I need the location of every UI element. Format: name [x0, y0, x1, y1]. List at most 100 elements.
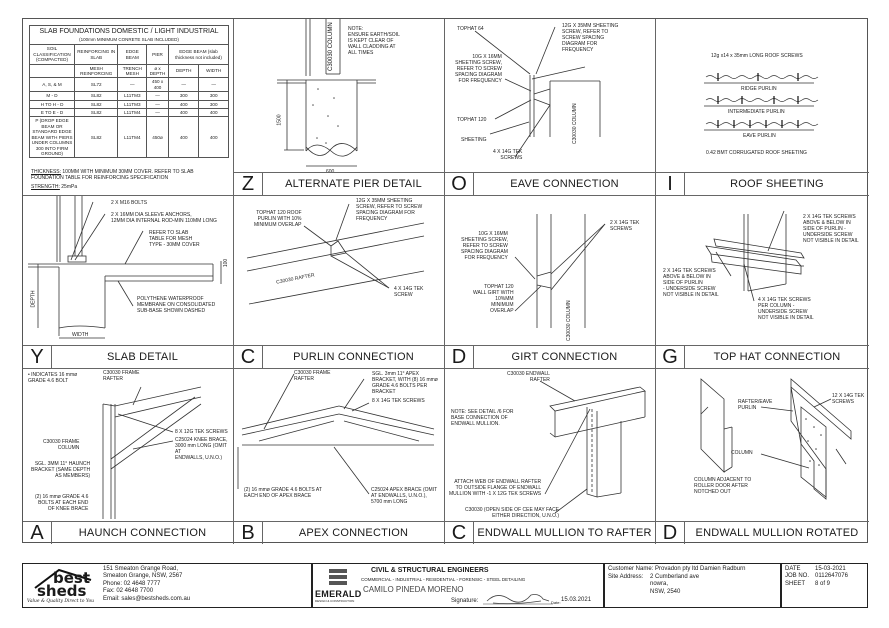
cell: SL82	[73, 99, 119, 110]
company-contact: 151 Smeaton Grange Road, Smeaton Grange,…	[103, 566, 190, 603]
detail-apex-connection: C30030 FRAME RAFTER SGL. 3mm 11° APEX BR…	[234, 369, 445, 544]
column-label: C30030 COLUMN	[566, 300, 572, 341]
thickness-text: 100MM WITH MINIMUM 30MM COVER. REFER TO …	[31, 169, 194, 181]
detail-slab-table: SLAB FOUNDATIONS DOMESTIC / LIGHT INDUST…	[23, 19, 234, 196]
drawing-area: 2 x 14G TEK SCREWS ABOVE & BELOW IN SIDE…	[656, 196, 869, 346]
cell: 400	[167, 108, 200, 118]
detail-letter: C	[234, 346, 263, 368]
detail-label-bar: B APEX CONNECTION	[234, 521, 444, 544]
strength-text: 25mPa	[61, 184, 78, 190]
apex-bracket-label: SGL. 3mm 11° APEX BRACKET, WITH (8) 16 m…	[372, 371, 438, 395]
sub-header: MESH REINFORCING	[73, 63, 119, 79]
detail-title: APEX CONNECTION	[298, 527, 409, 539]
site-address: 2 Cumberland ave nowra, NSW, 2540	[650, 574, 699, 596]
col-header: PIER	[146, 44, 169, 65]
polythene-membrane-label: POLYTHENE WATERPROOF MEMBRANE ON CONSOLI…	[137, 296, 216, 314]
logo-word-best: best	[53, 569, 91, 587]
detail-letter: I	[656, 173, 685, 195]
roof-screws-label: 12g x14 x 35mm LONG ROOF SCREWS	[711, 53, 803, 59]
cell: —	[146, 91, 169, 101]
detail-letter: D	[445, 346, 474, 368]
detail-letter: C	[445, 522, 474, 544]
customer-name-label: Customer Name:	[608, 566, 654, 572]
m16-bolts-label: 2 x M16 BOLTS	[111, 200, 148, 206]
mesh-reference-label: REFER TO SLAB TABLE FOR MESH TYPE - 30MM…	[149, 230, 200, 248]
address-line-2: Smeaton Grange, NSW, 2567	[103, 573, 183, 580]
bolt-legend: • INDICATES 16 mmø GRADE 4.6 BOLT	[28, 372, 78, 384]
sheet-number: 8 of 9	[815, 580, 831, 587]
pier-drawing	[277, 19, 376, 167]
customer-block: Customer Name: Provadon pty ltd Damien R…	[604, 563, 781, 608]
wall-girt-label: TOPHAT 120 WALL GIRT WITH 10%MM MINIMUM …	[473, 284, 514, 314]
cell: 450 x 400	[146, 77, 169, 93]
detail-girt-connection: 10G X 16MM SHEETING SCREW, REFER TO SCRE…	[445, 196, 656, 369]
cell: —	[146, 99, 169, 110]
col-header: SOIL CLASSIFICATION (COMPACTED)	[29, 44, 75, 65]
detail-label-bar: Y SLAB DETAIL	[23, 345, 233, 368]
emerald-logo-text: EMERALD	[315, 589, 362, 599]
sheeting-label: SHEETING	[461, 137, 487, 143]
sheet-date: 15-03-2021	[815, 566, 846, 572]
customer-name: Provadon pty ltd Damien Radburn	[655, 566, 746, 572]
detail-title: ENDWALL MULLION ROTATED	[695, 527, 859, 539]
detail-letter: B	[234, 522, 263, 544]
haunch-drawing	[102, 386, 202, 519]
tek-screws-label: 12 x 14G TEK SCREWS	[832, 393, 865, 405]
strength-label: STRENGTH:	[31, 184, 60, 190]
date-label: Date:	[551, 600, 561, 605]
logo-tagline: Value & Quality Direct to You	[27, 599, 95, 604]
apex-brace-label: C25024 APEX BRACE (OMIT AT ENDWALLS, U.N…	[371, 487, 438, 505]
tophat-120-label: TOPHAT 120	[457, 117, 487, 123]
drawing-area: C30030 ENDWALL RAFTER NOTE: SEE DETAIL /…	[445, 369, 655, 522]
email-link[interactable]: Email: sales@bestsheds.com.au	[103, 595, 191, 602]
mullion-rotated-drawing	[700, 378, 852, 500]
detail-letter: D	[656, 522, 685, 544]
job-number: 0112647076	[815, 573, 848, 580]
rafter-eave-purlin-label: RAFTER/EAVE PURLIN	[738, 399, 773, 411]
base-connection-note: NOTE: SEE DETAIL /6 FOR BASE CONNECTION …	[451, 409, 514, 427]
drawing-area: TOPHAT 64 12G X 35MM SHEETING SCREW, REF…	[445, 19, 655, 173]
cell: L11TM3	[117, 99, 148, 110]
cell: M - D	[29, 91, 75, 101]
roof-logo-icon	[34, 568, 92, 589]
sleeve-anchors-label: 2 X 16MM DIA SLEEVE ANCHORS, 12MM DIA IN…	[111, 212, 217, 224]
width-label: WIDTH	[72, 332, 89, 338]
tek-screws-column-label: 4 x 14G TEK SCREWS PER COLUMN - UNDERSID…	[758, 297, 814, 321]
cell: SL82	[73, 116, 119, 159]
emerald-logo-sub: DESIGN & CONSTRUCTION	[315, 599, 355, 603]
detail-label-bar: I ROOF SHEETING	[656, 172, 869, 195]
table-row: P (DROP EDGE BEAM OR STANDARD EDGE BEAM …	[29, 116, 229, 159]
signature-image	[483, 594, 553, 605]
knee-brace-label: C25024 KNEE BRACE, 3000 mm LONG (OMIT AT…	[175, 437, 228, 461]
detail-title: TOP HAT CONNECTION	[713, 351, 841, 363]
detail-title: ROOF SHEETING	[730, 178, 824, 190]
col-header: EDGE BEAM	[117, 44, 148, 65]
sheeting-screw-16mm-label: 10G X 16MM SHEETING SCREW, REFER TO SCRE…	[455, 54, 502, 84]
detail-letter: G	[656, 346, 685, 368]
cell: H TO H - D	[29, 99, 75, 110]
cell: P (DROP EDGE BEAM OR STANDARD EDGE BEAM …	[29, 116, 75, 159]
tek-screw-label: 4 X 14G TEK SCREW	[394, 286, 424, 298]
eave-purlin-label: EAVE PURLIN	[743, 133, 776, 139]
roller-door-column-label: COLUMN ADJACENT TO ROLLER DOOR AFTER NOT…	[694, 477, 752, 495]
cell: L11TM4	[117, 116, 148, 159]
ridge-purlin-label: RIDGE PURLIN	[741, 86, 777, 92]
tek-screws-above-label: 2 x 14G TEK SCREWS ABOVE & BELOW IN SIDE…	[803, 214, 859, 244]
detail-title: HAUNCH CONNECTION	[78, 527, 207, 539]
cell: E TO E - D	[29, 108, 75, 118]
detail-title: SLAB DETAIL	[106, 351, 179, 363]
engineer-heading: CIVIL & STRUCTURAL ENGINEERS	[371, 567, 489, 574]
cell: 400	[198, 108, 229, 118]
detail-letter: Y	[23, 346, 52, 368]
drawing-area: C30030 FRAME RAFTER SGL. 3mm 11° APEX BR…	[234, 369, 444, 522]
engineer-block: EMERALD DESIGN & CONSTRUCTION CIVIL & ST…	[312, 563, 604, 608]
note-soil-clearance: NOTE: ENSURE EARTH/SOIL IS KEPT CLEAR OF…	[348, 26, 400, 56]
cell: SL82	[73, 108, 119, 118]
detail-label-bar: Z ALTERNATE PIER DETAIL	[234, 172, 444, 195]
column-label: C30030 COLUMN	[572, 103, 578, 144]
detail-label-bar: G TOP HAT CONNECTION	[656, 345, 869, 368]
tek-screws-label: 2 X 14G TEK SCREWS	[610, 220, 640, 232]
emerald-emblem-icon	[329, 569, 347, 585]
detail-roof-sheeting: 12g x14 x 35mm LONG ROOF SCREWS RIDGE PU…	[656, 19, 869, 196]
tek-screws-side-label: 2 x 14G TEK SCREWS ABOVE & BELOW IN SIDE…	[663, 268, 719, 298]
